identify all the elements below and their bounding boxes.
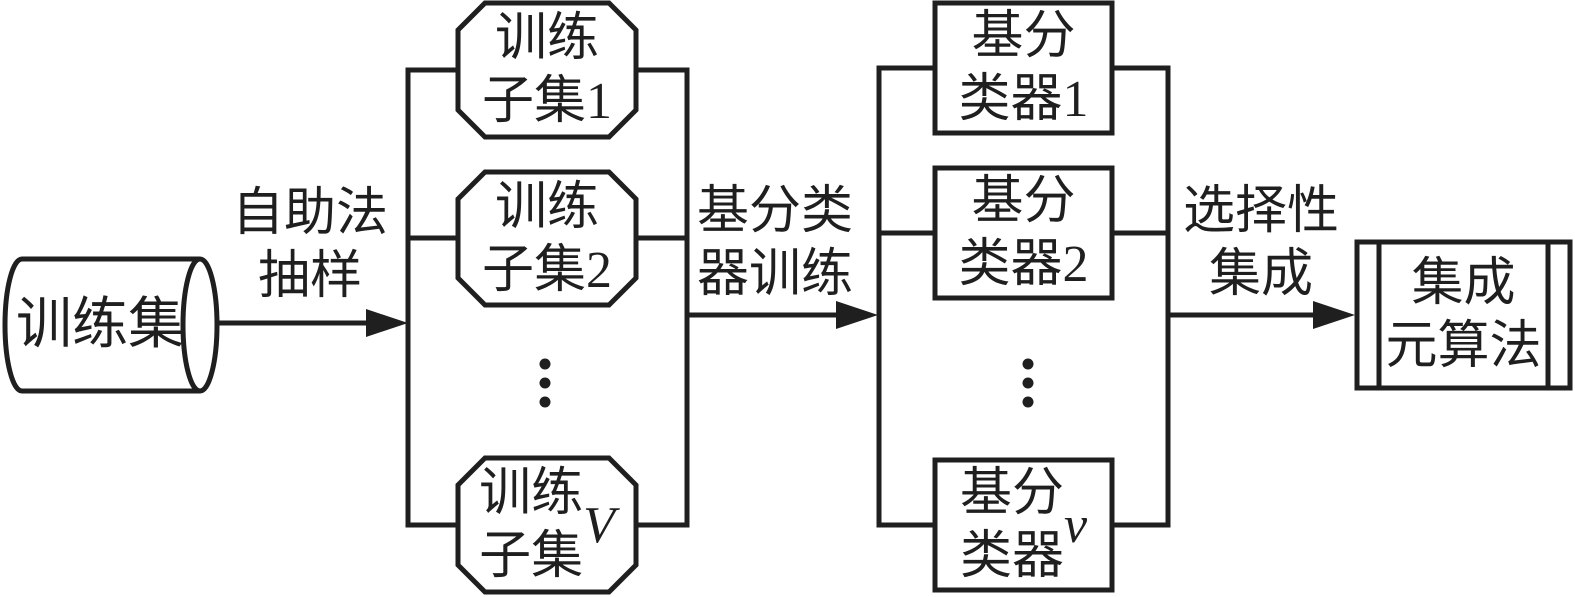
octagon-train-subset-2 [455, 169, 639, 308]
octagon-train-subset-v [455, 455, 639, 595]
rect-base-classifier-2 [932, 165, 1115, 301]
vertical-ellipsis-icon [1022, 358, 1034, 408]
node-label-base-classifier-v-index: v [1063, 496, 1088, 554]
node-label-ensemble-meta-algorithm: 集成 元算法 [1385, 255, 1542, 375]
rect-base-classifier-1 [932, 0, 1115, 136]
node-label-base-classifier-v-text: 基分 类器 [959, 465, 1064, 585]
rect-ensemble-meta [1354, 239, 1573, 391]
rect-base-classifier-v [932, 457, 1115, 593]
edge-label-base-classifier-training: 基分类 器训练 [696, 183, 853, 303]
node-label-train-subset-2: 训练 子集2 [481, 178, 612, 299]
col2-connectors [879, 65, 1168, 528]
vertical-ellipsis-icon [539, 358, 551, 408]
edge-label-selective-ensemble: 选择性 集成 [1182, 183, 1339, 303]
node-label-training-set: 训练集 [16, 293, 184, 356]
node-label-base-classifier-1: 基分 类器1 [958, 8, 1089, 128]
edge-label-bootstrap-sampling: 自助法 抽样 [231, 185, 388, 305]
node-label-base-classifier-2: 基分 类器2 [958, 173, 1089, 293]
node-label-train-subset-v-text: 训练 子集 [479, 465, 584, 585]
octagon-train-subset-1 [455, 0, 639, 140]
bootstrap-arrowhead-icon [366, 309, 408, 337]
node-label-train-subset-1: 训练 子集1 [481, 10, 612, 130]
selective-arrowhead-icon [1313, 301, 1355, 329]
cylinder-shape [2, 256, 200, 394]
col1-connectors [408, 67, 687, 528]
training-arrowhead-icon [836, 301, 878, 329]
node-label-train-subset-v-index: V [583, 496, 615, 554]
